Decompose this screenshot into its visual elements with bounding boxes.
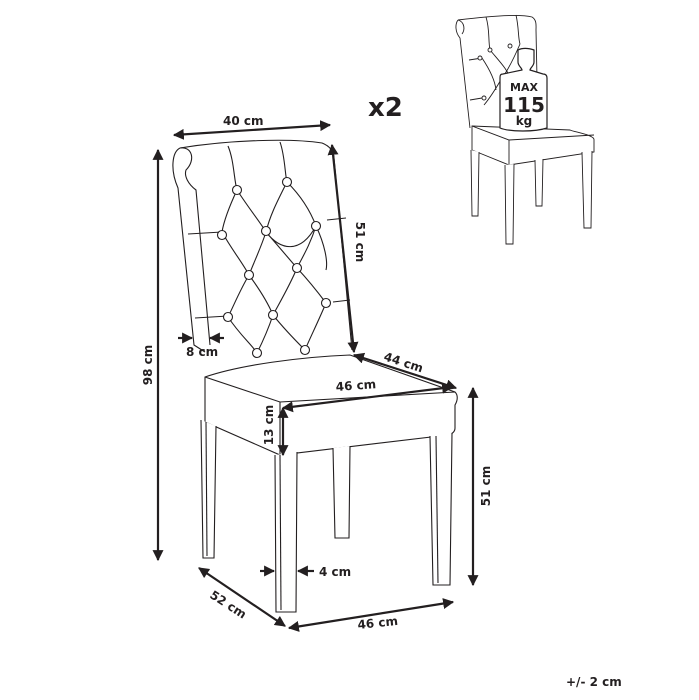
main-chair xyxy=(172,139,458,613)
label-backrest-height: 51 cm xyxy=(353,222,367,263)
leg-front-right xyxy=(429,432,453,586)
load-badge-unit: kg xyxy=(516,114,533,128)
dimension-lines xyxy=(152,120,479,632)
load-capacity-illustration xyxy=(455,14,595,245)
dim-base-depth xyxy=(198,567,286,627)
backrest-outline xyxy=(172,139,353,353)
dimension-labels: 40 cm 51 cm 98 cm 8 cm 44 cm 46 cm 13 cm… xyxy=(141,93,622,689)
label-base-width: 46 cm xyxy=(357,614,399,632)
load-badge: MAX 115 kg xyxy=(503,81,545,128)
dim-seat-width xyxy=(281,382,454,413)
label-leg-width: 4 cm xyxy=(319,565,351,579)
dim-backrest-width xyxy=(172,120,332,140)
load-badge-value: 115 xyxy=(503,93,545,117)
label-backrest-width: 40 cm xyxy=(223,114,264,128)
label-seat-thickness: 13 cm xyxy=(262,405,276,446)
label-base-depth: 52 cm xyxy=(207,588,249,622)
leg-back-right xyxy=(332,445,351,539)
quantity-label: x2 xyxy=(368,93,403,123)
label-seat-width: 46 cm xyxy=(335,377,376,394)
dim-seat-depth xyxy=(352,352,458,391)
label-backrest-thickness: 8 cm xyxy=(186,345,218,359)
dim-backrest-height xyxy=(327,143,359,354)
leg-front-left xyxy=(274,451,298,613)
label-total-height: 98 cm xyxy=(141,345,155,386)
weight-icon xyxy=(499,47,548,132)
load-badge-max: MAX xyxy=(510,81,538,94)
leg-back-left xyxy=(200,419,217,559)
tolerance-label: +/- 2 cm xyxy=(566,675,622,689)
label-seat-height: 51 cm xyxy=(479,466,493,507)
dim-base-width xyxy=(287,598,455,632)
